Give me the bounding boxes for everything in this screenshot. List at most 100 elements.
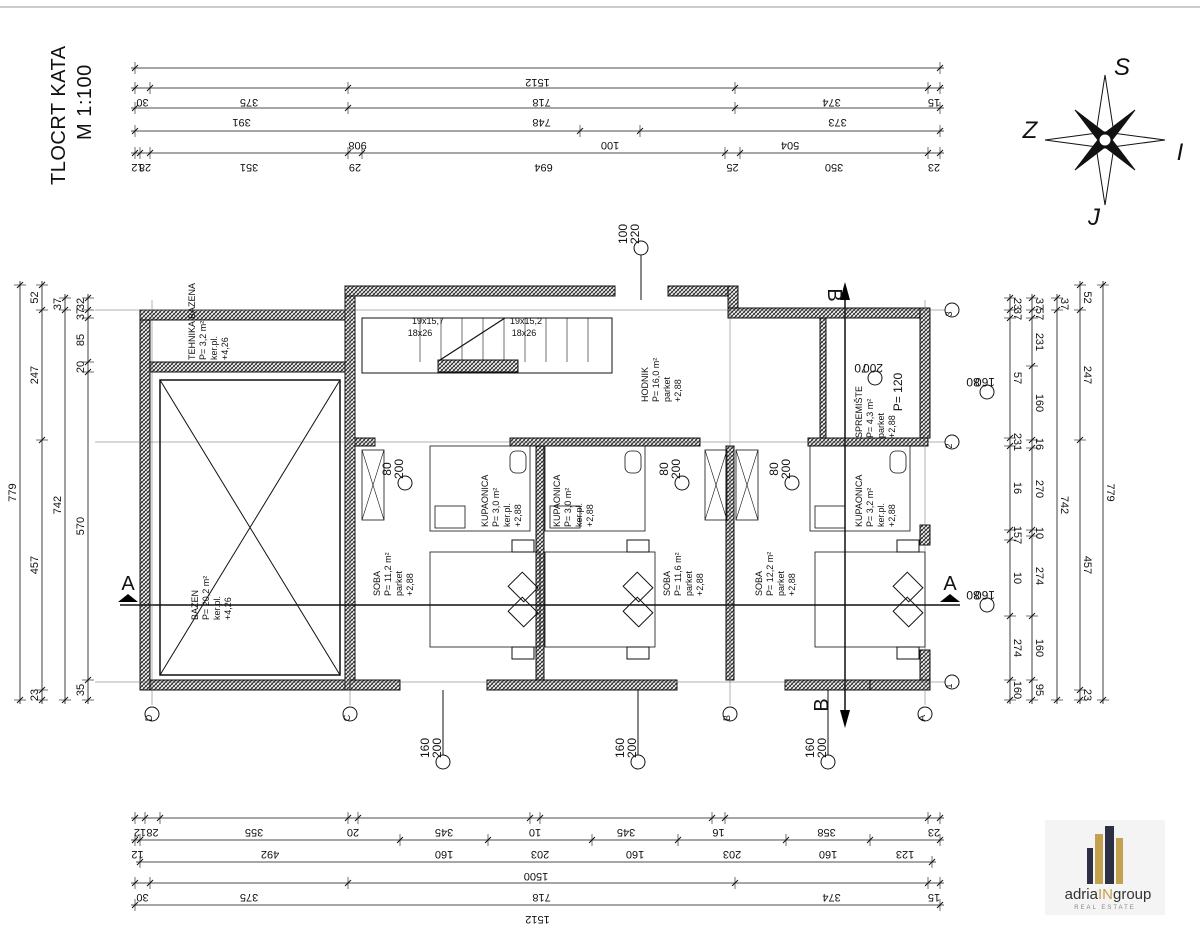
dimension-tick <box>936 104 944 112</box>
wall-north-hall-a <box>344 285 616 297</box>
nightstand <box>511 539 535 553</box>
room-label: BAZEN <box>190 590 200 620</box>
dimension-label: 57 <box>1011 372 1023 384</box>
title-block: TLOCRT KATA M 1:100 <box>38 20 118 190</box>
dimension-tick <box>38 306 46 314</box>
logo-wordmark: adriaINgroup <box>1064 886 1152 903</box>
room-label: P= 3,2 m² <box>865 488 875 527</box>
dimension-tick <box>924 879 932 887</box>
dimension-tick <box>721 814 729 822</box>
dimension-tick <box>924 149 932 157</box>
opening-size: 70 <box>854 361 868 375</box>
room-label: +4,26 <box>223 597 233 620</box>
section-marker-b-top <box>840 282 850 300</box>
dimension-tick <box>782 836 790 844</box>
dimension-label: 15 <box>928 96 940 108</box>
dimension-tick <box>84 294 92 302</box>
wardrobe <box>361 449 385 521</box>
dimension-tick <box>16 696 24 704</box>
room-label: P= 11,6 m² <box>673 552 683 596</box>
dimension-label: 23 <box>928 826 940 838</box>
washbasin <box>814 505 846 529</box>
room-label: SOBA <box>754 571 764 596</box>
opening-size: 80 <box>657 462 671 476</box>
section-marker-a-left <box>118 594 138 602</box>
stair-spec: 19x15,2 <box>510 316 542 326</box>
grid-axis-bubble <box>342 706 358 722</box>
dimension-label: 231 <box>1033 333 1045 351</box>
dimension-tick <box>1076 306 1084 314</box>
parapet-height: P= 120 <box>891 372 905 411</box>
stair-spec: 18x26 <box>408 328 433 338</box>
room-label: P= 4,3 m² <box>865 399 875 438</box>
room-label: SOBA <box>372 571 382 596</box>
wall-south-pool <box>149 679 351 691</box>
dimension-label: 375 <box>240 96 258 108</box>
dimension-label: 95 <box>1033 684 1045 696</box>
toilet <box>889 450 907 474</box>
dimension-label: 29 <box>349 161 361 173</box>
dimension-label: 492 <box>261 848 279 860</box>
wardrobe-cross <box>704 449 728 521</box>
room-label: +2,88 <box>673 379 683 402</box>
dimension-label: 160 <box>819 848 837 860</box>
dimension-label: 350 <box>825 161 843 173</box>
room-label: P= 3,0 m² <box>491 488 501 527</box>
opening-size: 160 <box>975 375 995 389</box>
opening-size: 200 <box>863 361 883 375</box>
dimension-label: 16 <box>1011 482 1023 494</box>
opening-size: 160 <box>975 588 995 602</box>
dimension-tick <box>1028 362 1036 370</box>
dimension-tick <box>1006 306 1014 314</box>
dimension-label: 37 <box>75 308 87 320</box>
dimension-label: 37 <box>1058 298 1070 310</box>
dimension-label: 160 <box>435 848 453 860</box>
dimension-label: 10 <box>1033 527 1045 539</box>
pool-diagonal <box>159 379 341 676</box>
dimension-tick <box>344 84 352 92</box>
dimension-label: 247 <box>1081 366 1093 384</box>
pillow <box>892 571 924 603</box>
grid-axis-label: C <box>342 714 352 721</box>
room-label: +2,88 <box>585 504 595 527</box>
dimension-tick <box>84 358 92 366</box>
dimension-label: 28 <box>139 161 151 173</box>
room-label: parket <box>662 376 672 402</box>
dimension-tick <box>344 149 352 157</box>
pillow <box>507 596 539 628</box>
dimension-tick <box>1006 526 1014 534</box>
room-label: KUPAONICA <box>480 475 490 527</box>
dimension-label: 32 <box>75 298 87 310</box>
pillow <box>622 596 654 628</box>
grid-axis-label: A <box>917 715 927 721</box>
opening-size: 80 <box>380 462 394 476</box>
dimension-label: 157 <box>1011 526 1023 544</box>
drawing-scale: M 1:100 <box>74 64 96 140</box>
dimension-tick <box>936 836 944 844</box>
grid-axis-label: D <box>144 714 154 721</box>
compass-south: J <box>1087 204 1101 231</box>
dimension-tick <box>1006 696 1014 704</box>
dimension-label: 57 <box>1033 308 1045 320</box>
grid-axis-label: 1 <box>944 683 954 688</box>
dimension-label: 373 <box>828 116 846 128</box>
wardrobe <box>704 449 728 521</box>
dimension-tick <box>708 814 716 822</box>
section-label-b: B <box>823 288 845 301</box>
dimension-label: 351 <box>240 161 258 173</box>
dimension-tick <box>61 294 69 302</box>
dimension-tick <box>84 314 92 322</box>
wall-storage <box>819 317 827 439</box>
dimension-label: 30 <box>136 891 148 903</box>
washbasin <box>434 505 466 529</box>
room-label: P= 16,0 m² <box>651 358 661 402</box>
dimension-tick <box>536 814 544 822</box>
dimension-label: 1500 <box>524 870 548 882</box>
dimension-label: 247 <box>29 366 41 384</box>
room-label: ker.pl. <box>502 503 512 527</box>
opening-size: 200 <box>430 738 444 758</box>
section-label-b: B <box>811 698 833 711</box>
dimension-label: 23 <box>928 161 940 173</box>
pillow <box>892 596 924 628</box>
